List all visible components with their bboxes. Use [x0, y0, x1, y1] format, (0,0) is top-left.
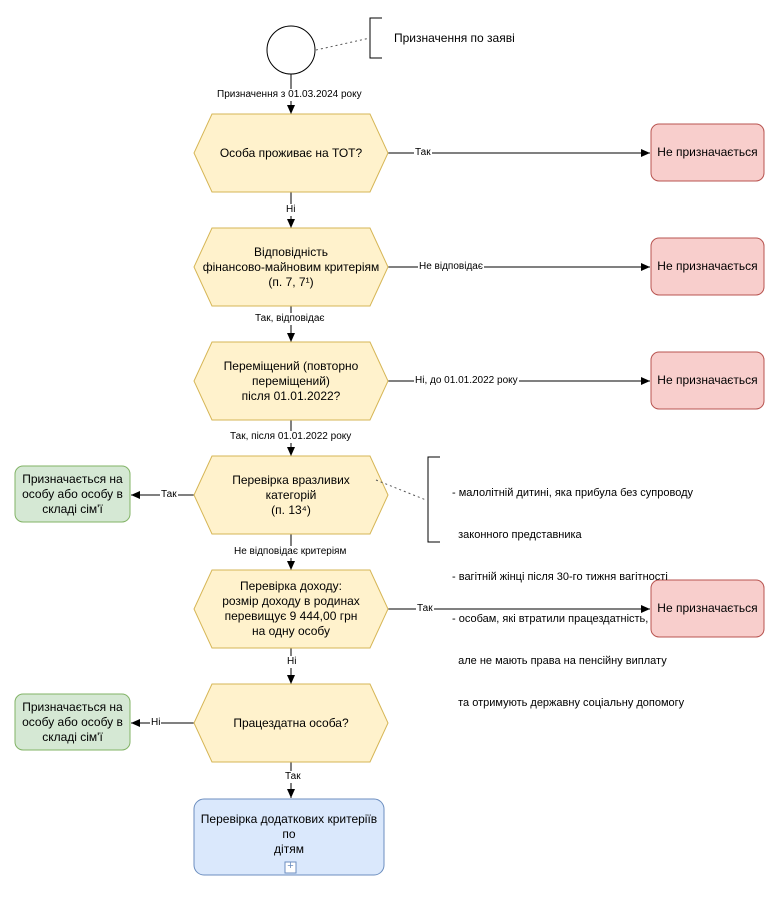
edge-label-moved-yes: Так, після 01.01.2022 року — [229, 431, 353, 443]
edge-label-vuln-yes: Так — [160, 489, 178, 501]
edge-label-income-no: Ні — [286, 656, 298, 668]
annotation-bracket — [369, 17, 382, 59]
decision-income-text: Перевірка доходу: розмір доходу в родина… — [222, 579, 360, 638]
edge-label-start: Призначення з 01.03.2024 року — [216, 89, 363, 101]
outcome-not-assigned-4 — [650, 579, 765, 638]
decision-able — [193, 683, 389, 763]
edge-label-able-yes: Так — [284, 771, 302, 783]
vulnerable-note-line-5: але не мають права на пенсійну виплату — [452, 655, 667, 667]
outcome-not-assigned-2 — [650, 237, 765, 296]
decision-income — [193, 569, 389, 649]
edge-label-able-no: Ні — [150, 717, 162, 729]
assigned-text-2: Призначається на особу або особу в склад… — [22, 699, 123, 744]
edge-label-tot-yes: Так — [414, 147, 432, 159]
vulnerable-note-line-3: - вагітній жінці після 30-го тижня вагіт… — [452, 571, 668, 583]
vulnerable-note-line-2: законного представника — [452, 529, 582, 541]
decision-tot-text: Особа проживає на ТОТ? — [219, 145, 363, 160]
annotation-link — [315, 37, 371, 51]
start-event — [266, 25, 316, 75]
decision-tot — [193, 113, 389, 193]
outcome-assigned-2 — [14, 693, 131, 751]
subprocess-expand-marker[interactable] — [284, 861, 297, 874]
subprocess-expand-glyph[interactable]: + — [287, 860, 294, 872]
not-assigned-text-4: Не призначається — [657, 601, 758, 615]
outcome-not-assigned-3 — [650, 351, 765, 410]
decision-financial — [193, 227, 389, 307]
vulnerable-note: - малолітній дитині, яка прибула без суп… — [452, 458, 693, 724]
decision-moved — [193, 341, 389, 421]
subprocess-children-text: Перевірка додаткових критеріїв по дітям — [200, 811, 378, 856]
outcome-not-assigned-1 — [650, 123, 765, 182]
edge-label-fin-yes: Так, відповідає — [254, 313, 326, 325]
vulnerable-note-line-4: - особам, які втратили працездатність, — [452, 613, 649, 625]
edge-label-moved-no: Ні, до 01.01.2022 року — [414, 375, 519, 387]
note-bracket — [427, 456, 440, 543]
decision-financial-text: Відповідність фінансово-майновим критері… — [202, 244, 380, 289]
outcome-assigned-1 — [14, 465, 131, 523]
start-annotation: Призначення по заяві — [394, 31, 515, 45]
not-assigned-text-3: Не призначається — [657, 373, 758, 387]
not-assigned-text-1: Не призначається — [657, 145, 758, 159]
edge-label-income-yes: Так — [416, 603, 434, 615]
assigned-text-1: Призначається на особу або особу в склад… — [22, 471, 123, 516]
subprocess-children — [193, 798, 385, 876]
edge-label-tot-no: Ні — [285, 204, 297, 216]
edge-label-vuln-no: Не відповідає критеріям — [233, 546, 348, 558]
decision-moved-text: Переміщений (повторно переміщений) після… — [223, 358, 359, 403]
decision-vulnerable — [193, 455, 389, 535]
edge-label-fin-no: Не відповідає — [418, 261, 484, 273]
vulnerable-note-line-1: - малолітній дитині, яка прибула без суп… — [452, 487, 693, 499]
vulnerable-note-line-6: та отримують державну соціальну допомогу — [452, 697, 685, 709]
decision-able-text: Працездатна особа? — [233, 715, 349, 730]
decision-vulnerable-text: Перевірка вразливих категорій (п. 13⁴) — [232, 472, 350, 517]
note-link — [375, 479, 427, 501]
not-assigned-text-2: Не призначається — [657, 259, 758, 273]
